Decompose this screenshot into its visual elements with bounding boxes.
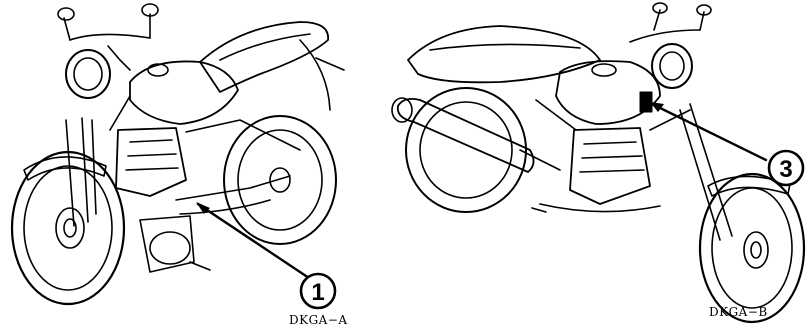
leader-line-3	[652, 104, 766, 160]
motorcycle-left-view-icon	[12, 4, 344, 304]
callout-circle-1: 1	[301, 274, 335, 308]
left-front-wheel	[12, 152, 124, 304]
callout-circle-3: 3	[769, 151, 803, 185]
callout-number-1: 1	[311, 279, 324, 306]
callout-number-3: 3	[779, 156, 792, 183]
figure-caption-right: DKGA−B	[709, 305, 768, 319]
motorcycle-right-view-icon	[392, 3, 804, 322]
figure-caption-left: DKGA−A	[289, 313, 348, 327]
